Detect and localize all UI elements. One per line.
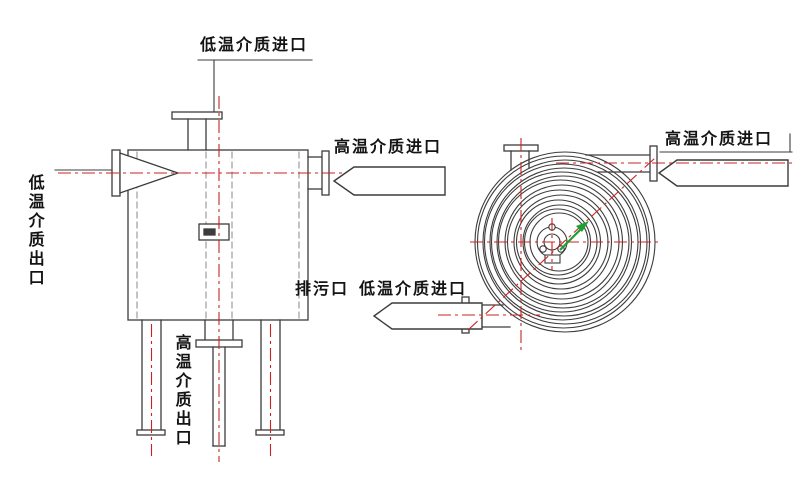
label-high-temp-inlet-left: 高温介质进口 [334, 137, 443, 156]
label-high-temp-outlet-bottom: 高温介质出口 [172, 334, 192, 448]
flow-arrow-high-temp-inlet-left-icon [332, 166, 446, 196]
nameplate [198, 223, 230, 241]
centerlines [58, 96, 795, 462]
label-low-temp-inlet-right: 低温介质进口 [359, 279, 468, 298]
flow-arrows [332, 159, 789, 330]
drain-pipe [212, 346, 226, 447]
rotation-arrow-shaft [559, 226, 584, 251]
rotation-arrow-head-icon [576, 221, 589, 232]
label-high-temp-inlet-topright: 高温介质进口 [665, 129, 774, 148]
centerline-spiral-diagonal [467, 157, 656, 331]
flow-arrow-high-temp-inlet-topright-icon [657, 159, 789, 187]
label-low-temp-inlet-top: 低温介质进口 [200, 35, 309, 54]
support-legs [136, 319, 285, 436]
rotation-direction-arrow [559, 221, 589, 251]
label-low-temp-outlet-left: 低温介质出口 [25, 174, 45, 288]
flow-arrow-low-temp-inlet-right-icon [372, 302, 483, 330]
label-drain-port: 排污口 [295, 279, 350, 298]
structure-lines [54, 59, 793, 447]
leader-lines [54, 59, 793, 171]
top-nozzle [171, 111, 223, 151]
